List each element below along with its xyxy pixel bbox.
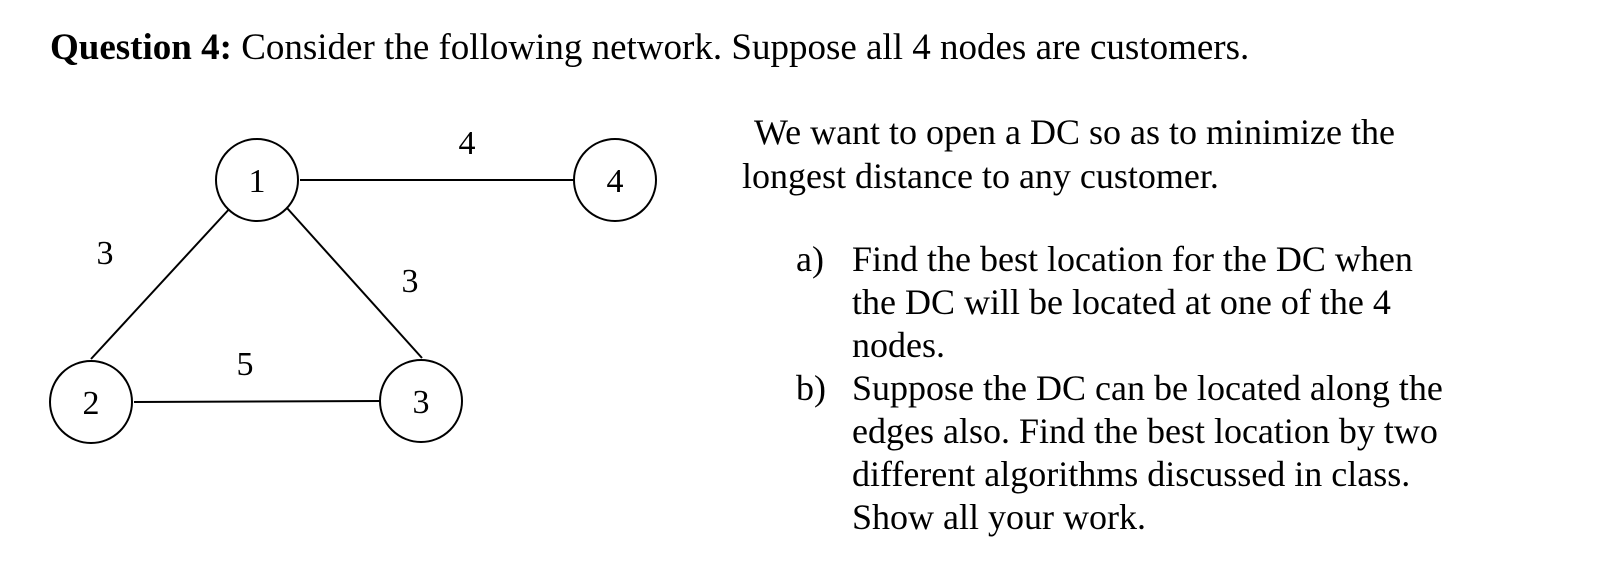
- node-3-label: 3: [413, 384, 430, 421]
- part-a: a) Find the best location for the DC whe…: [796, 238, 1496, 367]
- node-2-label: 2: [83, 385, 100, 422]
- node-4: 4: [573, 138, 657, 222]
- edge-1-3: [286, 207, 423, 359]
- edge-weight-1-4: 4: [459, 125, 476, 162]
- edge-weight-1-3: 3: [402, 263, 419, 300]
- edge-weight-1-2: 3: [97, 235, 114, 272]
- question-label: Question 4:: [50, 27, 232, 68]
- node-4-label: 4: [607, 163, 624, 200]
- question-heading: Question 4: Consider the following netwo…: [50, 26, 1249, 70]
- node-1: 1: [215, 138, 299, 222]
- edge-1-2: [90, 205, 233, 360]
- question-text: Consider the following network. Suppose …: [231, 27, 1250, 68]
- node-2: 2: [49, 360, 133, 444]
- part-b-text: Suppose the DC can be located along the …: [852, 368, 1443, 537]
- part-a-marker: a): [796, 239, 824, 279]
- intro-line-1: We want to open a DC so as to minimize t…: [754, 112, 1395, 152]
- edge-2-3: [133, 400, 382, 403]
- question-parts: a) Find the best location for the DC whe…: [796, 238, 1496, 539]
- problem-intro: We want to open a DC so as to minimize t…: [742, 110, 1462, 198]
- part-b-marker: b): [796, 368, 826, 408]
- part-a-text: Find the best location for the DC when t…: [852, 239, 1413, 365]
- node-1-label: 1: [249, 163, 266, 200]
- node-3: 3: [379, 359, 463, 443]
- intro-line-2: longest distance to any customer.: [742, 156, 1219, 196]
- edge-weight-2-3: 5: [237, 346, 254, 383]
- part-b: b) Suppose the DC can be located along t…: [796, 367, 1496, 539]
